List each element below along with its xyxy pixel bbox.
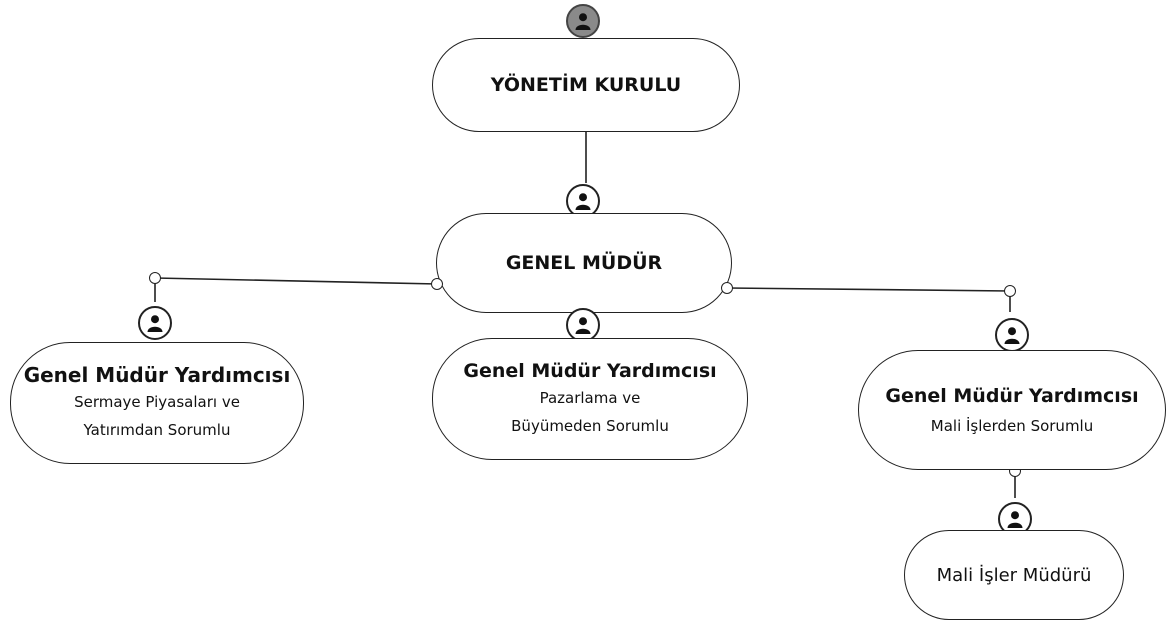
user-icon	[575, 13, 591, 30]
connector-gm-right	[726, 287, 1011, 292]
gmy-center-avatar	[566, 308, 600, 342]
connector-gm-left	[154, 277, 439, 285]
gmy-left-line2: Yatırımdan Sorumlu	[83, 421, 231, 439]
finance-manager-title: Mali İşler Müdürü	[936, 564, 1092, 586]
connector-dot	[431, 278, 443, 290]
gmy-right-avatar	[995, 318, 1029, 352]
connector-dot	[1004, 285, 1016, 297]
user-icon	[575, 317, 591, 334]
finance-manager-node: Mali İşler Müdürü	[904, 530, 1124, 620]
gm-title: GENEL MÜDÜR	[505, 252, 663, 274]
connector-dot	[721, 282, 733, 294]
gmy-right-title: Genel Müdür Yardımcısı	[885, 385, 1139, 407]
gmy-left-node: Genel Müdür Yardımcısı Sermaye Piyasalar…	[10, 342, 304, 464]
gmy-left-title: Genel Müdür Yardımcısı	[23, 363, 291, 387]
user-icon	[1007, 511, 1023, 528]
user-icon	[147, 315, 163, 332]
board-avatar	[566, 4, 600, 38]
gmy-left-avatar	[138, 306, 172, 340]
gmy-right-node: Genel Müdür Yardımcısı Mali İşlerden Sor…	[858, 350, 1166, 470]
user-icon	[575, 193, 591, 210]
board-node: YÖNETİM KURULU	[432, 38, 740, 132]
gm-node: GENEL MÜDÜR	[436, 213, 732, 313]
gmy-center-line2: Büyümeden Sorumlu	[511, 417, 669, 435]
gmy-center-title: Genel Müdür Yardımcısı	[463, 360, 717, 382]
gmy-left-line1: Sermaye Piyasaları ve	[74, 393, 240, 411]
board-title: YÖNETİM KURULU	[490, 74, 682, 96]
gmy-right-line1: Mali İşlerden Sorumlu	[930, 417, 1094, 435]
connector-dot	[149, 272, 161, 284]
gmy-center-node: Genel Müdür Yardımcısı Pazarlama ve Büyü…	[432, 338, 748, 460]
gmy-center-line1: Pazarlama ve	[539, 389, 641, 407]
user-icon	[1004, 327, 1020, 344]
